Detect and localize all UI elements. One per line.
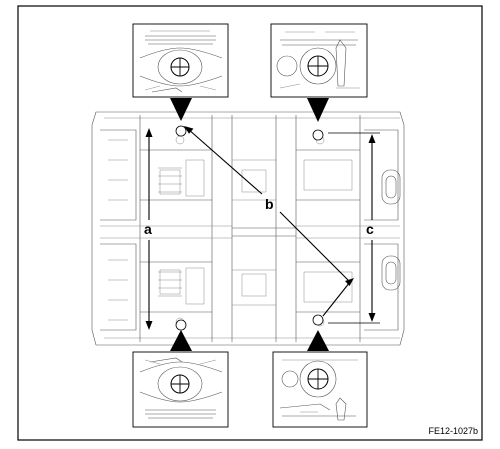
label-a: a — [144, 221, 152, 237]
figure-code: FE12-1027b — [428, 426, 478, 436]
measure-point-rear-right — [312, 314, 324, 326]
detail-inset-bottom-left — [132, 351, 229, 428]
detail-inset-top-left — [132, 23, 229, 98]
dimension-b — [184, 126, 354, 317]
measure-point-front-right — [312, 129, 324, 141]
pointer-bottom-left — [170, 330, 192, 351]
figure-border — [17, 5, 483, 441]
pointer-top-right — [307, 98, 329, 122]
pointer-top-left — [170, 98, 192, 121]
label-c: c — [366, 221, 374, 237]
measure-point-rear-left — [175, 319, 187, 331]
detail-inset-top-right — [270, 23, 368, 98]
label-b: b — [265, 196, 274, 212]
dimension-a — [145, 128, 153, 330]
pointer-bottom-right — [307, 330, 329, 351]
measure-point-front-left — [175, 125, 187, 137]
detail-inset-bottom-right — [272, 351, 368, 428]
underbody-floor-pan — [91, 111, 405, 346]
dimension-c — [328, 132, 380, 324]
